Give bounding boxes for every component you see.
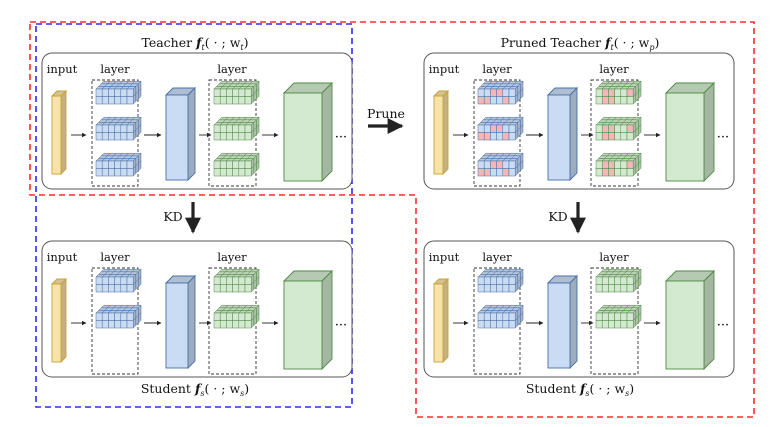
filter-cube-green-1 <box>595 80 642 105</box>
layer1-dashed-box <box>473 79 521 187</box>
layer1-dashed-box <box>91 79 139 187</box>
feature-block-blue <box>546 86 579 182</box>
filter-cube-blue-2 <box>477 116 524 141</box>
filter-cube-blue-1 <box>477 268 524 293</box>
layer-label-2: layer <box>599 62 629 76</box>
pruned-region <box>29 21 755 418</box>
feature-block-blue <box>164 274 197 370</box>
filter-cube-green-1 <box>213 80 260 105</box>
input-label: input <box>429 250 460 264</box>
filter-cube-blue-2 <box>95 116 142 141</box>
filter-cube-blue-1 <box>477 80 524 105</box>
layer-label-2: layer <box>217 250 247 264</box>
input-block <box>432 89 450 176</box>
student-left-panel: input layer layer ··· <box>41 240 353 378</box>
input-block <box>50 89 68 176</box>
filter-cube-blue-2 <box>95 304 142 329</box>
student-right-panel: input layer layer ··· <box>423 240 735 378</box>
feature-block-green <box>664 81 716 183</box>
teacher-panel: input layer layer ··· <box>41 52 353 190</box>
ellipsis: ··· <box>717 318 729 333</box>
feature-block-green <box>664 269 716 371</box>
layer1-dashed-box <box>91 267 139 375</box>
layer-label-1: layer <box>482 250 512 264</box>
filter-cube-blue-3 <box>95 152 142 177</box>
feature-block-green <box>282 81 334 183</box>
input-label: input <box>429 62 460 76</box>
input-block <box>50 277 68 364</box>
filter-cube-green-3 <box>595 152 642 177</box>
feature-block-blue <box>546 274 579 370</box>
input-label: input <box>47 250 78 264</box>
layer-label-1: layer <box>100 62 130 76</box>
layer1-dashed-box <box>473 267 521 375</box>
filter-cube-blue-3 <box>477 152 524 177</box>
filter-cube-green-2 <box>595 304 642 329</box>
ellipsis: ··· <box>335 130 347 145</box>
input-block <box>432 277 450 364</box>
ellipsis: ··· <box>335 318 347 333</box>
input-label: input <box>47 62 78 76</box>
filter-cube-blue-1 <box>95 268 142 293</box>
filter-cube-blue-1 <box>95 80 142 105</box>
filter-cube-green-2 <box>595 116 642 141</box>
feature-block-green <box>282 269 334 371</box>
layer-label-1: layer <box>100 250 130 264</box>
filter-cube-green-2 <box>213 116 260 141</box>
prune-label: Prune <box>367 106 405 121</box>
kd-right-label: KD <box>548 209 567 224</box>
pruned-teacher-panel: input layer layer ··· <box>423 52 735 190</box>
feature-block-blue <box>164 86 197 182</box>
kd-left-label: KD <box>163 209 182 224</box>
filter-cube-blue-2 <box>477 304 524 329</box>
layer-label-2: layer <box>599 250 629 264</box>
filter-cube-green-3 <box>213 152 260 177</box>
filter-cube-green-1 <box>213 268 260 293</box>
layer-label-1: layer <box>482 62 512 76</box>
ellipsis: ··· <box>717 130 729 145</box>
filter-cube-green-2 <box>213 304 260 329</box>
layer-label-2: layer <box>217 62 247 76</box>
filter-cube-green-1 <box>595 268 642 293</box>
